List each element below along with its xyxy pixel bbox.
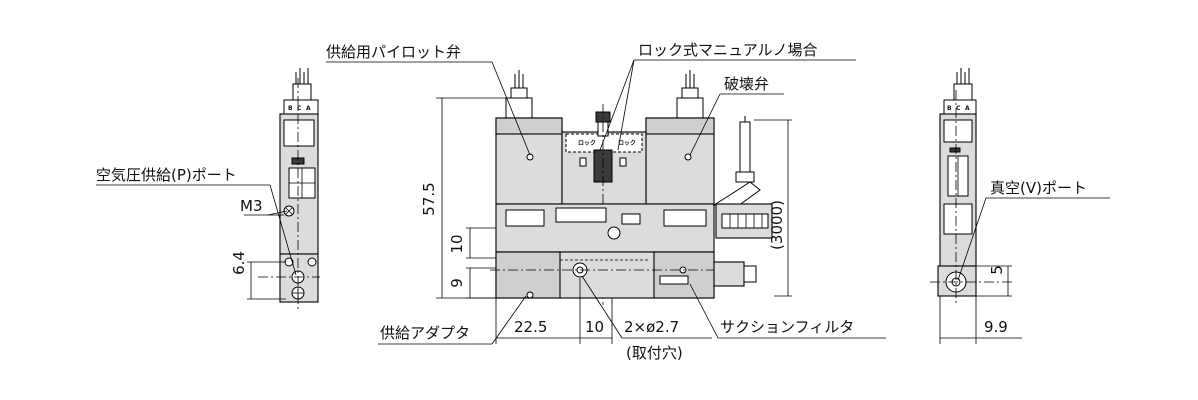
pilot-supply-label: 供給用パイロット弁 <box>326 43 461 61</box>
m3-label: M3 <box>240 197 263 215</box>
front-view: ロック ロック <box>326 41 886 362</box>
supply-adapter-body <box>495 251 561 299</box>
dim-10-vertical: 10 <box>448 234 466 253</box>
left-connector-letter-c: C <box>297 105 302 112</box>
dim-10-horizontal: 10 <box>585 318 604 336</box>
suction-filter-label: サクションフィルタ <box>720 318 854 336</box>
release-valve-dot <box>684 153 692 161</box>
air-supply-port-label: 空気圧供給(P)ポート <box>96 166 237 184</box>
dim-9-vertical: 9 <box>448 278 466 288</box>
left-connector-pins <box>292 68 312 103</box>
manual-lock-label: ロック式マニュアルノ場合 <box>638 41 818 59</box>
left-connector-letter-a: A <box>306 105 311 112</box>
dim-6-4: 6.4 <box>230 251 248 275</box>
pilot-valve-connector <box>505 70 533 119</box>
dim-22-5: 22.5 <box>514 318 547 336</box>
vacuum-fitting <box>713 261 745 287</box>
release-valve-label: 破壊弁 <box>724 75 769 93</box>
right-connector-letter-c: C <box>956 105 961 112</box>
dim-hole: 2×ø2.7 <box>624 318 679 336</box>
left-side-view: B C A 空気圧供給(P)ポート M3 6.4 <box>96 68 320 312</box>
front-port-circle <box>607 226 621 240</box>
dim-3000: (3000) <box>768 200 786 250</box>
release-valve-connector <box>676 70 704 119</box>
dim-5: 5 <box>988 265 1006 275</box>
left-connector-letter-b: B <box>288 105 293 112</box>
right-connector-pins <box>953 68 973 103</box>
dim-57-5: 57.5 <box>420 182 438 215</box>
svg-text:ロック: ロック <box>618 139 636 147</box>
svg-text:ロック: ロック <box>578 139 596 147</box>
left-valve-window <box>283 119 315 147</box>
right-connector-letter-b: B <box>947 105 952 112</box>
air-supply-leader-d <box>269 184 297 276</box>
dim-9-9: 9.9 <box>984 318 1008 336</box>
right-connector-letter-a: A <box>965 105 970 112</box>
cable-assembly <box>712 116 773 239</box>
suction-filter-body <box>653 251 715 299</box>
supply-adapter-label: 供給アダプタ <box>380 324 470 342</box>
left-bolt-2 <box>307 257 317 267</box>
right-side-view: B C A 真空(V)ポート 5 9.9 <box>930 68 1110 344</box>
vacuum-port-label: 真空(V)ポート <box>990 179 1087 197</box>
mount-hole-note: (取付穴) <box>626 344 683 362</box>
